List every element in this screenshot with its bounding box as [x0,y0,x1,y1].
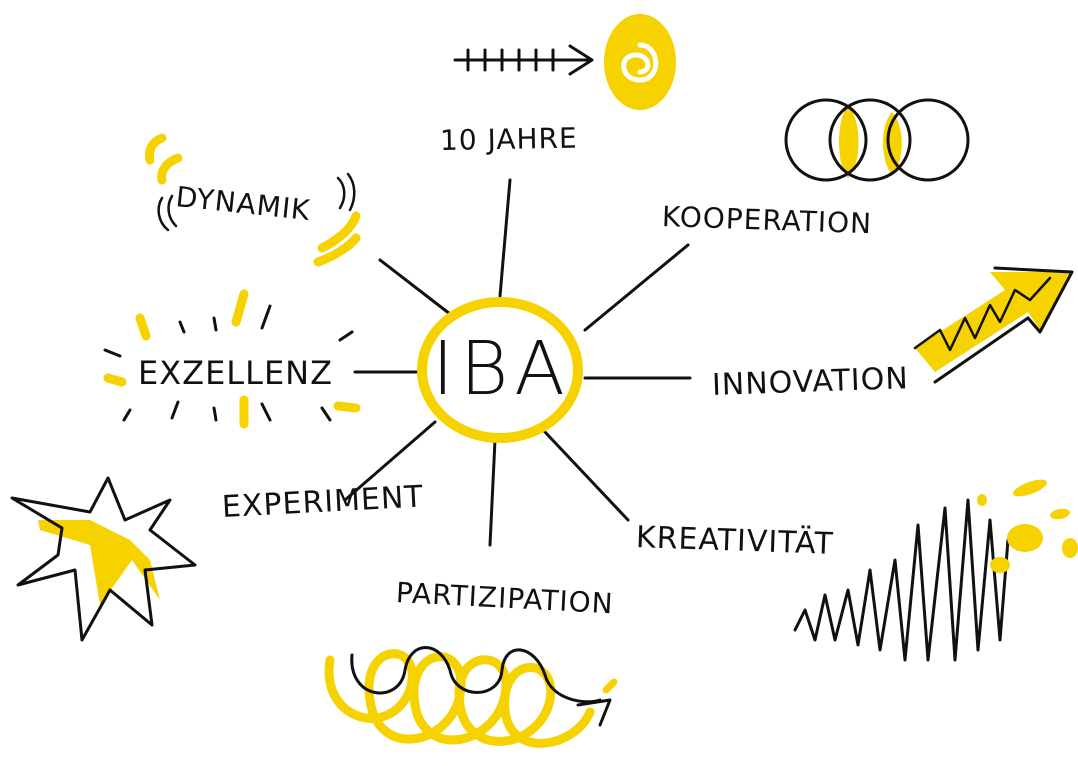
explosion-star-icon [10,476,197,642]
branch-label-exzellenz: EXZELLENZ [138,354,334,392]
exzellenz-sparkle-lines [103,304,354,422]
timeline-arrow-icon [453,44,594,76]
center-label: IBA [432,326,571,412]
dynamik-motion-strokes [145,133,361,267]
branch-label-10-jahre: 10 JAHRE [439,121,578,157]
spoke-top-right [583,243,690,332]
dynamik-parentheses [157,172,356,232]
spoke-top [498,178,512,298]
spoke-bottom [488,438,497,547]
branch-label-innovation: INNOVATION [711,361,910,403]
yellow-spiral-icon [604,14,676,110]
exzellenz-yellow-sparks [103,289,361,429]
overlapping-circles-icon [784,98,970,182]
zigzag-icon [793,498,1010,662]
center-circle [417,297,583,443]
spokes [343,178,692,547]
spoke-bottom-left [343,420,437,502]
yellow-dots-icon [977,479,1078,573]
spring-coil-icon [324,646,618,748]
branch-label-kreativitaet: KREATIVITÄT [635,520,835,562]
rising-arrow-icon [913,266,1074,384]
spoke-bottom-right [543,430,630,522]
spoke-top-left [378,258,452,316]
